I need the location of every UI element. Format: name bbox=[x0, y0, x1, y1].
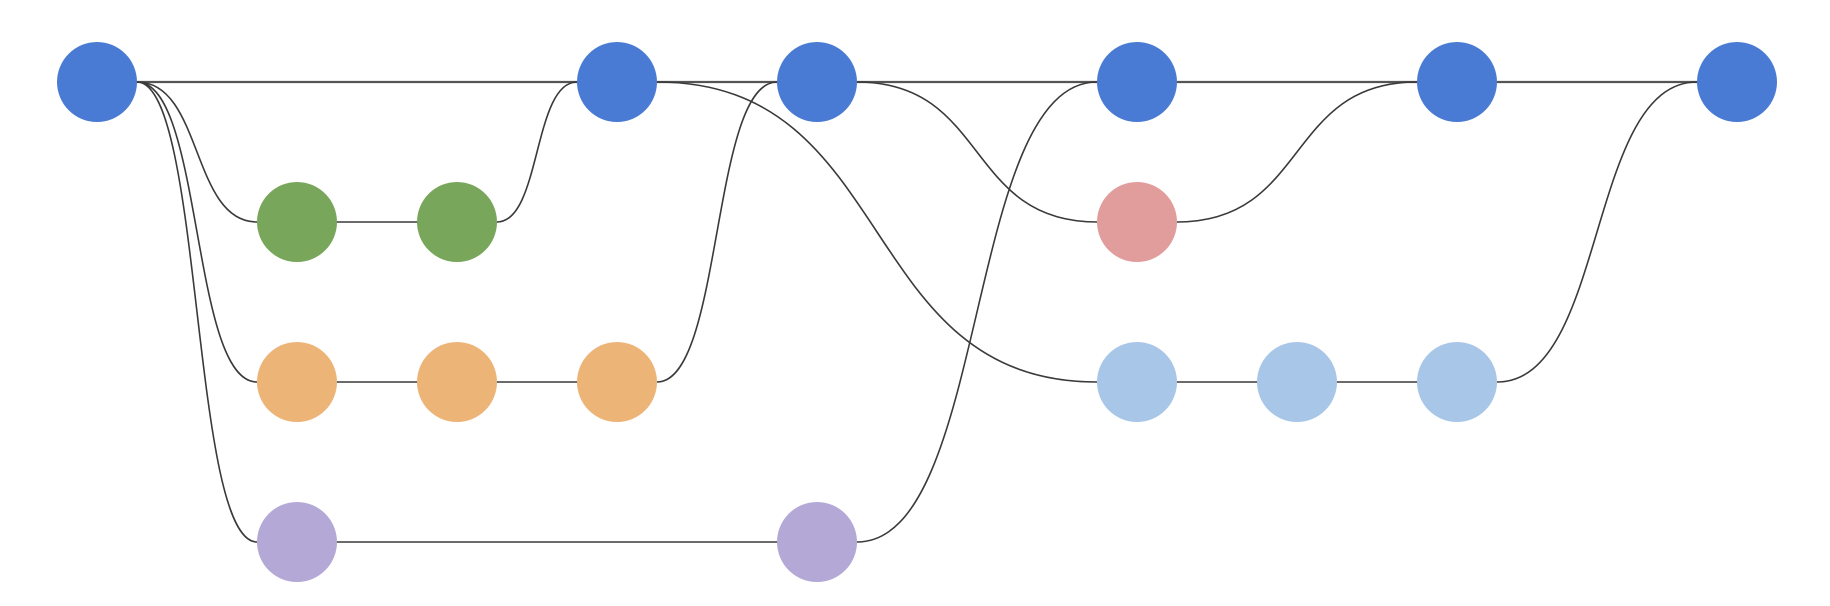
commit-node-main-m1[interactable] bbox=[57, 42, 137, 122]
commit-node-red-r1[interactable] bbox=[1097, 182, 1177, 262]
commit-node-green-g1[interactable] bbox=[257, 182, 337, 262]
commit-node-lightblue-l3[interactable] bbox=[1417, 342, 1497, 422]
edge-m2-to-l1 bbox=[656, 81, 1098, 383]
commit-node-orange-o2[interactable] bbox=[417, 342, 497, 422]
edge-p2-to-m4 bbox=[856, 81, 1098, 543]
edge-o3-to-m3 bbox=[656, 81, 778, 383]
commit-node-main-m3[interactable] bbox=[777, 42, 857, 122]
nodes-layer bbox=[57, 42, 1777, 582]
commit-node-main-m5[interactable] bbox=[1417, 42, 1497, 122]
commit-node-green-g2[interactable] bbox=[417, 182, 497, 262]
commit-node-orange-o1[interactable] bbox=[257, 342, 337, 422]
commit-node-purple-p2[interactable] bbox=[777, 502, 857, 582]
edge-l3-to-m6 bbox=[1496, 81, 1698, 383]
edge-m3-to-r1 bbox=[856, 81, 1098, 223]
commit-node-lightblue-l1[interactable] bbox=[1097, 342, 1177, 422]
edge-m1-to-g1 bbox=[136, 81, 258, 223]
commit-node-purple-p1[interactable] bbox=[257, 502, 337, 582]
commit-node-main-m4[interactable] bbox=[1097, 42, 1177, 122]
commit-node-lightblue-l2[interactable] bbox=[1257, 342, 1337, 422]
edge-m1-to-p1 bbox=[136, 81, 258, 543]
edge-r1-to-m5 bbox=[1176, 81, 1418, 223]
edges-layer bbox=[97, 80, 1737, 543]
edge-m1-to-o1 bbox=[136, 81, 258, 383]
commit-node-main-m6[interactable] bbox=[1697, 42, 1777, 122]
commit-node-orange-o3[interactable] bbox=[577, 342, 657, 422]
commit-node-main-m2[interactable] bbox=[577, 42, 657, 122]
edge-g2-to-m2 bbox=[496, 81, 578, 223]
